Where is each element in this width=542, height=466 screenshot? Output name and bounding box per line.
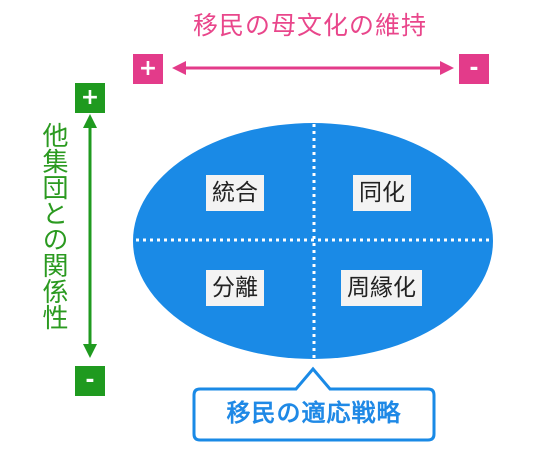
callout-label: 移民の適応戦略	[226, 399, 402, 427]
horizontal-plus-sign: +	[133, 54, 163, 84]
vertical-minus-sign: -	[75, 366, 105, 396]
quadrant-assimilation: 同化	[353, 175, 411, 211]
quadrant-integration: 統合	[206, 175, 264, 211]
vertical-axis-title: 他集団との関係性	[38, 122, 68, 330]
horizontal-minus-sign: -	[459, 54, 489, 84]
quadrant-marginalization: 周縁化	[341, 270, 422, 306]
callout-box	[192, 366, 436, 442]
horizontal-double-arrow	[172, 61, 454, 75]
vertical-plus-sign: +	[75, 83, 105, 113]
quadrant-separation: 分離	[206, 270, 264, 306]
horizontal-axis-title: 移民の母文化の維持	[192, 11, 427, 40]
vertical-double-arrow	[83, 114, 97, 358]
